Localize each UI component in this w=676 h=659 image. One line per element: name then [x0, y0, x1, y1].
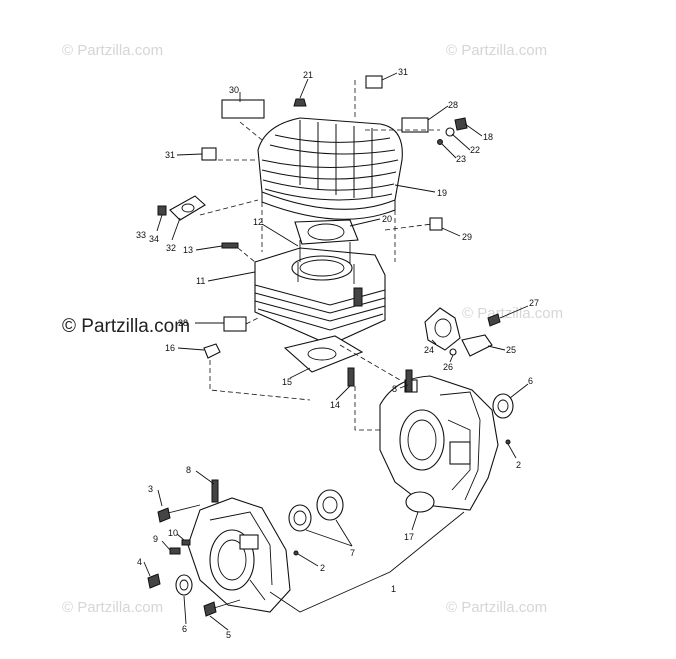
- callout-15: 15: [282, 377, 292, 387]
- callout-1: 1: [391, 584, 396, 594]
- callout-13: 13: [183, 245, 193, 255]
- callout-34: 34: [149, 234, 159, 244]
- dowel-2-left: [293, 550, 299, 556]
- callout-27: 27: [529, 298, 539, 308]
- bolt-4: [147, 573, 161, 589]
- callout-3: 3: [148, 484, 153, 494]
- callout-18: 18: [483, 132, 493, 142]
- callout-30: 30: [229, 85, 239, 95]
- callout-2-right: 2: [516, 460, 521, 470]
- watermark-top-right: © Partzilla.com: [446, 42, 547, 59]
- bolt-5: [203, 601, 217, 617]
- nut-21: [293, 98, 307, 107]
- callout-33: 33: [136, 230, 146, 240]
- watermark-top-left: © Partzilla.com: [62, 42, 163, 59]
- watermark-center-right: © Partzilla.com: [462, 305, 563, 322]
- fitting-10: [181, 539, 191, 546]
- watermark-bottom-left: © Partzilla.com: [62, 599, 163, 616]
- callout-17: 17: [404, 532, 414, 542]
- bolt-3: [157, 507, 171, 523]
- callout-28-top: 28: [448, 100, 458, 110]
- callout-19: 19: [437, 188, 447, 198]
- cap-31-left: [201, 147, 217, 161]
- callout-20: 20: [382, 214, 392, 224]
- decal-28-top: [401, 117, 429, 133]
- stud-13: [221, 242, 239, 249]
- callout-2-left: 2: [320, 563, 325, 573]
- callout-29: 29: [462, 232, 472, 242]
- cylinder-head: [257, 117, 403, 220]
- crankcase-right: [379, 375, 499, 511]
- callout-31-top: 31: [398, 67, 408, 77]
- exhaust-gasket-32: [169, 195, 206, 221]
- leader-lines: [143, 72, 529, 631]
- head-gasket: [294, 219, 359, 245]
- callout-21: 21: [303, 70, 313, 80]
- callout-11: 11: [196, 276, 205, 286]
- callout-24: 24: [424, 345, 434, 355]
- oil-seal-left: [175, 574, 193, 596]
- cap-31-top: [365, 75, 383, 89]
- callout-7: 7: [350, 548, 355, 558]
- callout-25: 25: [506, 345, 516, 355]
- main-bearings: [288, 489, 344, 532]
- callout-23: 23: [456, 154, 466, 164]
- callout-10: 10: [168, 528, 178, 538]
- bolt-27: [487, 313, 501, 327]
- callout-32: 32: [166, 243, 176, 253]
- cylinder: [254, 240, 386, 346]
- stud-14: [347, 367, 355, 387]
- callout-22: 22: [470, 145, 480, 155]
- callout-4: 4: [137, 557, 142, 567]
- callout-16: 16: [165, 343, 175, 353]
- callout-12: 12: [253, 217, 263, 227]
- callout-26: 26: [443, 362, 453, 372]
- plug-9: [169, 547, 181, 555]
- callout-6-left: 6: [182, 624, 187, 634]
- callout-14: 14: [330, 400, 340, 410]
- callout-numbers: 1 2 2 3 4 5 6 6 7 8 8 9 10 11 12 13 14 1…: [136, 67, 539, 640]
- watermark-center-left: © Partzilla.com: [62, 316, 190, 337]
- intake-assembly: [424, 307, 493, 357]
- washer-23: [437, 139, 443, 145]
- decal-28-left: [223, 316, 247, 332]
- callout-28-left: 28: [178, 318, 188, 328]
- callout-31-left: 31: [165, 150, 175, 160]
- bolt-18: [454, 117, 468, 131]
- cap-29: [429, 217, 443, 231]
- callout-8-left: 8: [186, 465, 191, 475]
- watermark-bottom-right: © Partzilla.com: [446, 599, 547, 616]
- dowel-2-right: [505, 439, 511, 445]
- crankcase-left: [187, 497, 291, 613]
- callout-8-right: 8: [392, 384, 397, 394]
- decal-30: [221, 99, 265, 119]
- oil-seal-right: [492, 393, 514, 419]
- stud-8-left: [211, 479, 219, 503]
- callout-6-right: 6: [528, 376, 533, 386]
- base-gasket: [283, 335, 364, 373]
- bolt-33: [157, 205, 167, 216]
- callout-9: 9: [153, 534, 158, 544]
- stud-8-right: [405, 369, 413, 393]
- cover-17: [405, 491, 435, 513]
- callout-5: 5: [226, 630, 231, 640]
- nut-16: [203, 343, 221, 359]
